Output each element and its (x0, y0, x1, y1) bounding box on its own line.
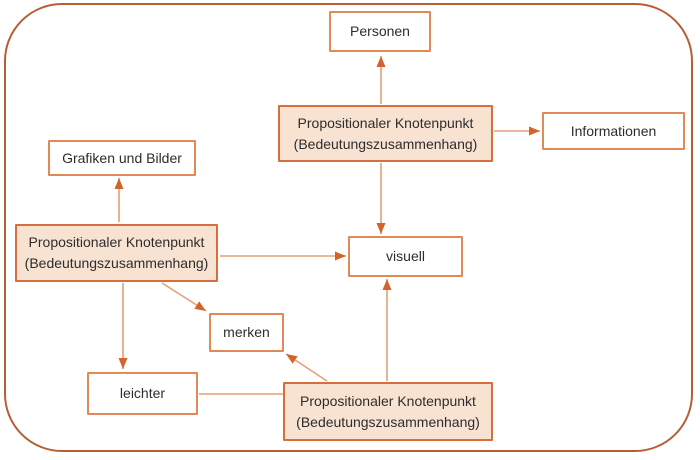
node-propositional-left: Propositionaler Knotenpunkt (Bedeutungsz… (15, 224, 218, 282)
node-visuell: visuell (348, 236, 463, 277)
node-leichter: leichter (87, 372, 198, 415)
node-propositional-left-line1: Propositionaler Knotenpunkt (28, 234, 205, 250)
node-personen: Personen (329, 11, 431, 52)
node-propositional-bottom: Propositionaler Knotenpunkt (Bedeutungsz… (283, 382, 493, 441)
node-visuell-label: visuell (386, 248, 425, 264)
node-informationen-label: Informationen (570, 122, 657, 139)
diagram-outer-frame (4, 3, 693, 452)
node-propositional-bottom-line2: (Bedeutungszusammenhang) (296, 413, 480, 430)
node-propositional-bottom-line1: Propositionaler Knotenpunkt (300, 392, 476, 409)
node-grafiken-und-bilder: Grafiken und Bilder (48, 140, 196, 176)
node-merken-label: merken (223, 324, 270, 340)
node-propositional-top-line1: Propositionaler Knotenpunkt (297, 114, 474, 131)
node-leichter-label: leichter (119, 385, 166, 401)
node-personen-label: Personen (350, 23, 410, 39)
node-informationen: Informationen (542, 112, 685, 150)
node-propositional-top: Propositionaler Knotenpunkt (Bedeutungsz… (278, 105, 493, 162)
node-merken: merken (209, 313, 284, 352)
node-grafiken-und-bilder-label: Grafiken und Bilder (62, 149, 182, 166)
node-propositional-left-line2: (Bedeutungszusammenhang) (24, 255, 209, 271)
node-propositional-top-line2: (Bedeutungszusammenhang) (293, 135, 478, 152)
